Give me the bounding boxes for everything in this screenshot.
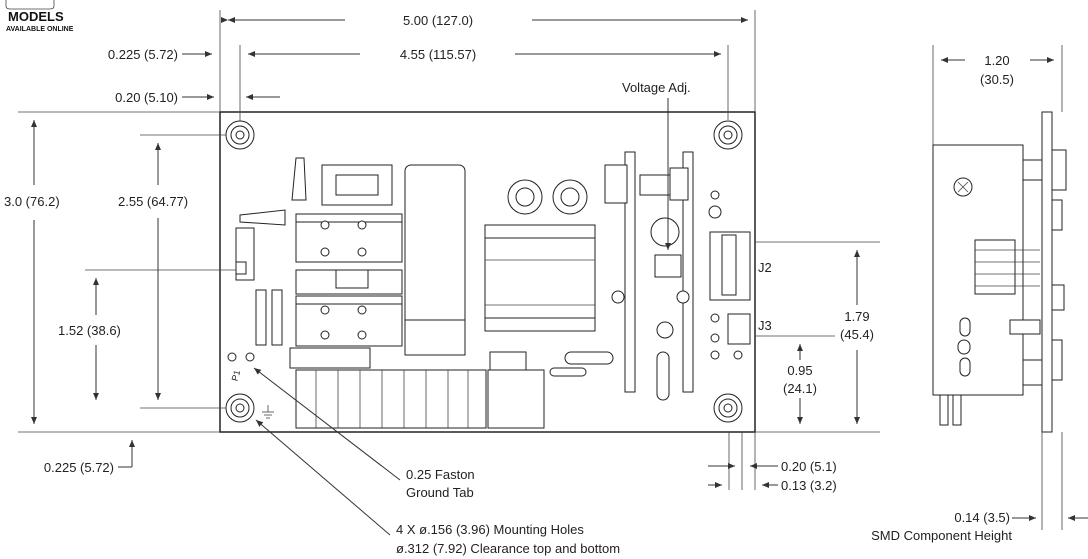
dim-j2-height: 1.79 (45.4) bbox=[840, 250, 874, 424]
bottom-hole-offset-label: 0.225 (5.72) bbox=[44, 460, 114, 475]
dim-hole-spacing-height: 2.55 (64.77) bbox=[118, 143, 188, 400]
side-width-label: 1.20 bbox=[984, 53, 1009, 68]
mounting-holes bbox=[225, 120, 743, 423]
mounting-hole-top-left bbox=[225, 120, 255, 150]
side-width-mm-label: (30.5) bbox=[980, 72, 1014, 87]
j3-height-mm-label: (24.1) bbox=[783, 381, 817, 396]
mounting-line2: ø.312 (7.92) Clearance top and bottom bbox=[396, 541, 620, 556]
j2-label: J2 bbox=[758, 260, 772, 275]
right-offset-2-label: 0.13 (3.2) bbox=[781, 478, 837, 493]
connector-height-label: 1.52 (38.6) bbox=[58, 323, 121, 338]
smd-component-label: SMD Component Height bbox=[871, 528, 1012, 543]
right-offset-1-label: 0.20 (5.1) bbox=[781, 459, 837, 474]
dim-left-edge-offset: 0.20 (5.10) bbox=[115, 90, 280, 105]
voltage-adj-label: Voltage Adj. bbox=[622, 80, 691, 95]
faston-line1: 0.25 Faston bbox=[406, 467, 475, 482]
p1-label: P1 bbox=[230, 369, 243, 382]
dim-bottom-hole-offset: 0.225 (5.72) bbox=[44, 440, 135, 475]
dim-connector-height: 1.52 (38.6) bbox=[58, 278, 121, 400]
overall-width-label: 5.00 (127.0) bbox=[403, 13, 473, 28]
dim-hole-spacing-width: 4.55 (115.57) bbox=[248, 47, 721, 62]
overall-height-label: 3.0 (76.2) bbox=[4, 194, 60, 209]
logo-subtitle: AVAILABLE ONLINE bbox=[6, 26, 74, 33]
dim-overall-width: 5.00 (127.0) bbox=[221, 13, 748, 28]
hole-spacing-width-label: 4.55 (115.57) bbox=[400, 47, 476, 62]
voltage-adj-callout: Voltage Adj. bbox=[622, 80, 691, 250]
models-logo: MODELS AVAILABLE ONLINE bbox=[5, 0, 74, 33]
pcb-components: P1 bbox=[227, 151, 751, 429]
mounting-hole-top-right bbox=[713, 120, 743, 150]
dim-left-hole-offset: 0.225 (5.72) bbox=[108, 47, 212, 62]
j2-height-mm-label: (45.4) bbox=[840, 327, 874, 342]
faston-line2: Ground Tab bbox=[406, 485, 474, 500]
side-view: 1.20 (30.5) 0.14 (3.5) SMD Component bbox=[871, 45, 1088, 543]
j3-label: J3 bbox=[758, 318, 772, 333]
dim-j3-height: 0.95 (24.1) bbox=[783, 344, 817, 424]
faston-callout: 0.25 Faston Ground Tab bbox=[253, 367, 475, 500]
dim-right-offsets: 0.20 (5.1) 0.13 (3.2) bbox=[708, 459, 837, 493]
j2-height-label: 1.79 bbox=[844, 309, 869, 324]
mounting-holes-callout: 4 X ø.156 (3.96) Mounting Holes ø.312 (7… bbox=[255, 419, 620, 556]
extension-lines bbox=[18, 10, 880, 490]
mounting-hole-bottom-right bbox=[713, 393, 743, 423]
smd-height-label: 0.14 (3.5) bbox=[954, 510, 1010, 525]
mounting-hole-bottom-left bbox=[225, 393, 255, 423]
j3-height-label: 0.95 bbox=[787, 363, 812, 378]
mounting-line1: 4 X ø.156 (3.96) Mounting Holes bbox=[396, 522, 584, 537]
left-edge-offset-label: 0.20 (5.10) bbox=[115, 90, 178, 105]
hole-spacing-height-label: 2.55 (64.77) bbox=[118, 194, 188, 209]
logo-title: MODELS bbox=[8, 9, 64, 24]
left-hole-offset-label: 0.225 (5.72) bbox=[108, 47, 178, 62]
dim-overall-height: 3.0 (76.2) bbox=[4, 120, 60, 424]
